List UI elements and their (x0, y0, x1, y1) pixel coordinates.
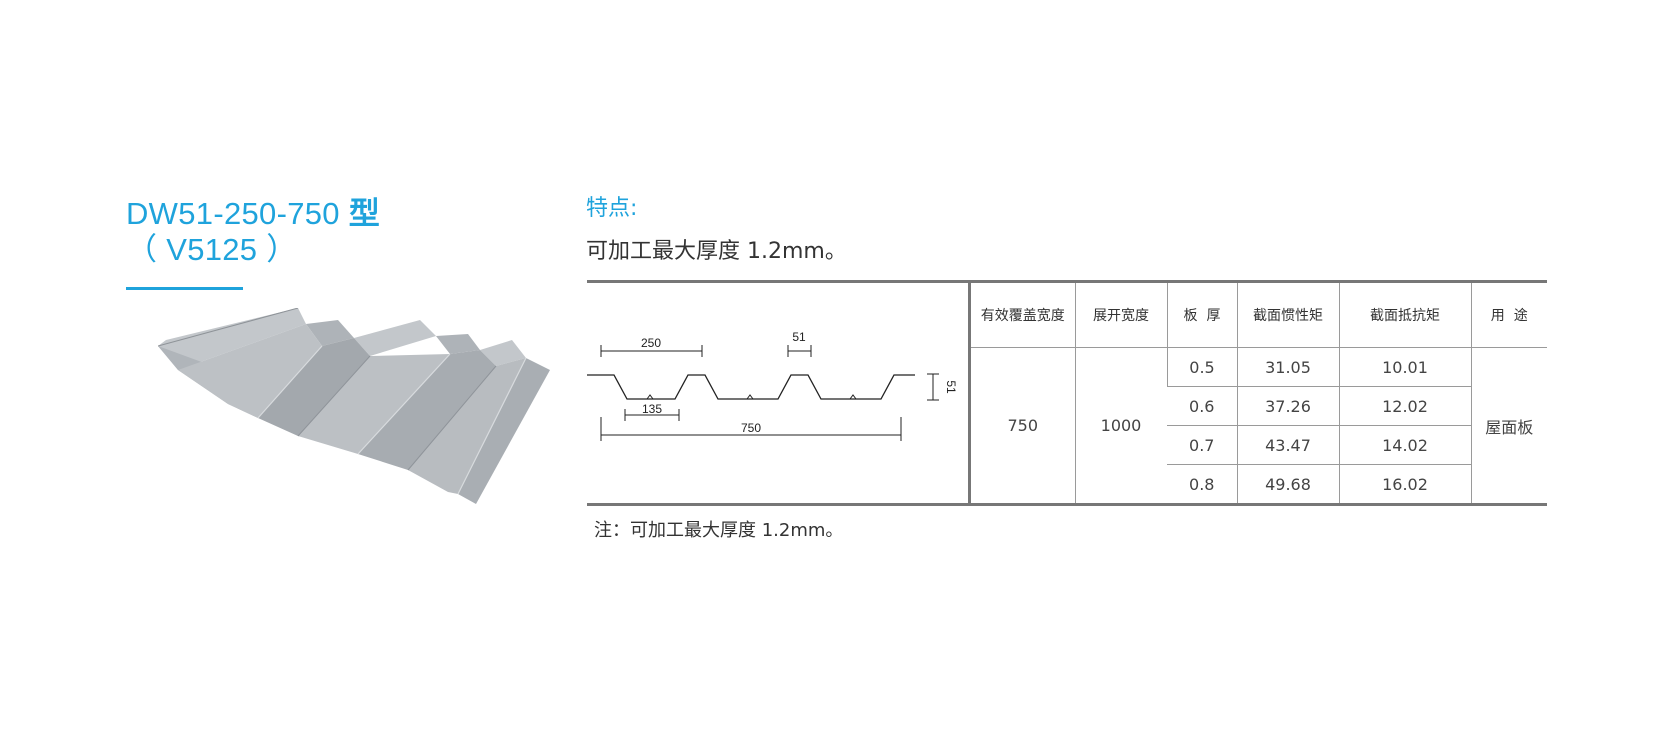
product-type-suffix: 型 (348, 196, 381, 231)
cell-inertia: 43.47 (1236, 425, 1339, 465)
product-model: DW51-250-750 (126, 196, 349, 231)
profile-outline (587, 374, 915, 400)
corrugated-sheet-icon (158, 308, 550, 504)
header-unfold-width: 展开宽度 (1074, 283, 1167, 348)
table-row: 0.8 49.68 16.02 (971, 464, 1547, 503)
cell-thickness: 0.8 (1189, 474, 1215, 494)
product-code: （ V5125 ） (126, 232, 298, 267)
dim-cover: 750 (741, 421, 761, 435)
features-text: 可加工最大厚度 1.2mm。 (586, 239, 847, 264)
cell-resistance: 10.01 (1338, 347, 1471, 387)
footnote: 注：可加工最大厚度 1.2mm。 (594, 520, 844, 541)
spec-section: 250 51 135 750 51 有效覆盖宽度 展开宽度 板 厚 截 (587, 280, 1547, 506)
cell-usage: 屋面板 (1470, 347, 1547, 503)
dim-rib-top: 51 (792, 330, 806, 344)
cell-resistance: 12.02 (1338, 386, 1471, 426)
cell-inertia: 49.68 (1236, 464, 1339, 503)
table-row: 750 1000 0.5 31.05 10.01 屋面板 (971, 347, 1547, 503)
table-row: 0.6 37.26 12.02 (971, 386, 1547, 426)
dim-height: 51 (944, 380, 958, 394)
spec-table: 有效覆盖宽度 展开宽度 板 厚 截面惯性矩 截面抵抗矩 用 途 750 1000… (971, 283, 1547, 503)
dim-pitch: 250 (641, 336, 661, 350)
header-cover-width: 有效覆盖宽度 (971, 283, 1075, 348)
header-thickness: 板 厚 (1166, 283, 1237, 348)
spec-top-rule (587, 280, 1547, 283)
header-inertia: 截面惯性矩 (1236, 283, 1339, 348)
header-resistance: 截面抵抗矩 (1338, 283, 1471, 348)
cell-resistance: 16.02 (1338, 464, 1471, 503)
cell-cover-width: 750 (1007, 416, 1039, 435)
table-header-row: 有效覆盖宽度 展开宽度 板 厚 截面惯性矩 截面抵抗矩 用 途 (971, 283, 1547, 348)
cell-thickness: 0.5 (1166, 347, 1237, 387)
title-underline (126, 287, 243, 290)
spec-divider (968, 283, 971, 503)
table-row: 0.7 43.47 14.02 (971, 425, 1547, 465)
cell-thickness: 0.6 (1167, 386, 1237, 426)
cell-inertia: 31.05 (1236, 347, 1339, 387)
cell-resistance: 14.02 (1338, 425, 1471, 465)
features-label: 特点: (586, 196, 638, 221)
profile-drawing: 250 51 135 750 51 (587, 330, 958, 441)
product-title: DW51-250-750 型 (126, 196, 380, 232)
spec-bottom-rule (587, 503, 1547, 506)
cell-unfold-width: 1000 (1074, 347, 1167, 503)
dim-valley: 135 (642, 402, 662, 416)
cell-inertia: 37.26 (1236, 386, 1339, 426)
cell-thickness: 0.7 (1167, 425, 1237, 465)
header-usage: 用 途 (1470, 283, 1547, 348)
